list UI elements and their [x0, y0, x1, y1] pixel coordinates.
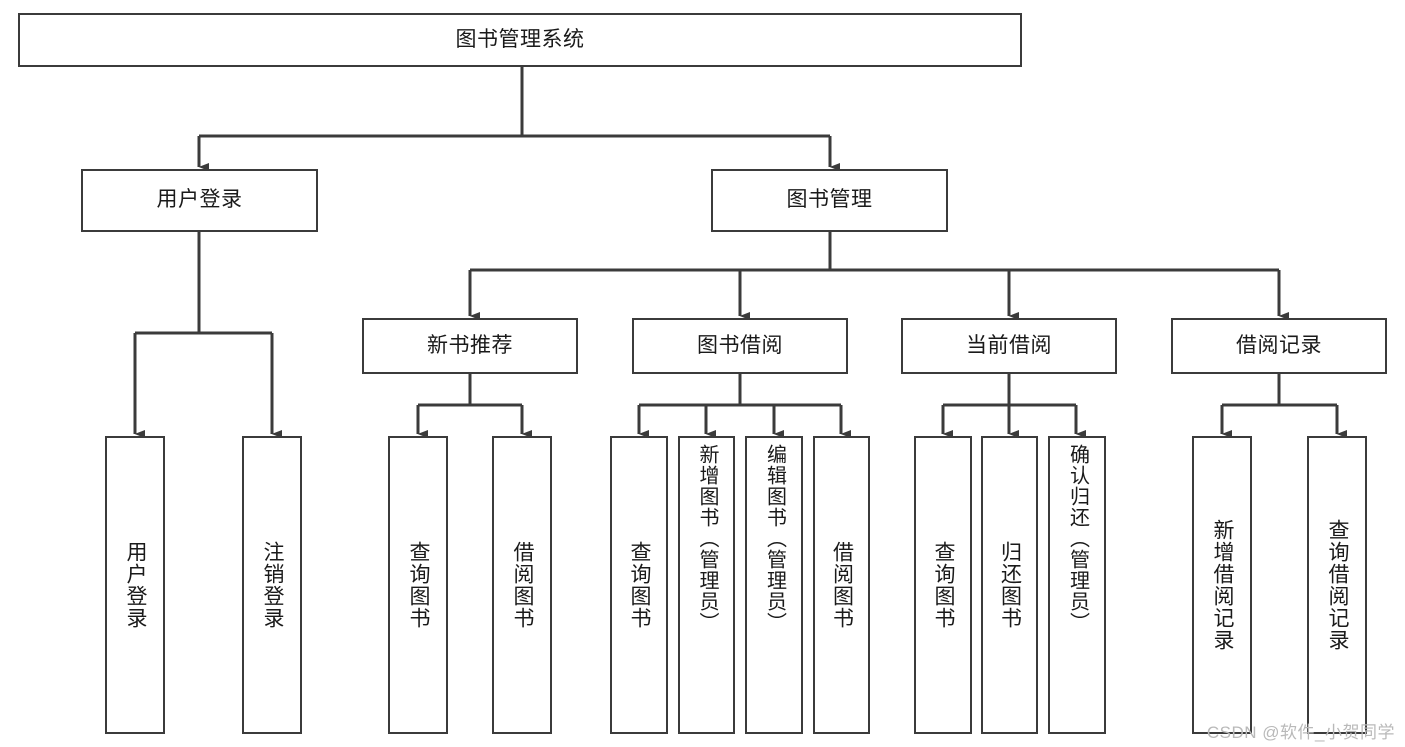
node-borrow-record[interactable]: 借阅记录: [1171, 318, 1387, 374]
leaf-label: 用户登录: [124, 541, 148, 629]
leaf-current-borrow-return-book[interactable]: 归还图书: [981, 436, 1038, 734]
node-current-borrow-label: 当前借阅: [966, 333, 1052, 357]
leaf-book-borrow-edit-book[interactable]: 编辑图书（管理员）: [745, 436, 803, 734]
csdn-watermark: CSDN @软件_小贺同学: [1206, 723, 1395, 742]
leaf-user-login-logout[interactable]: 注销登录: [242, 436, 302, 734]
node-new-book-recommend[interactable]: 新书推荐: [362, 318, 578, 374]
leaf-current-borrow-query-book[interactable]: 查询图书: [914, 436, 972, 734]
node-book-borrow-label: 图书借阅: [697, 333, 783, 357]
node-root[interactable]: 图书管理系统: [18, 13, 1022, 67]
node-user-login-label: 用户登录: [156, 188, 243, 212]
leaf-label: 新增图书（管理员）: [696, 444, 718, 633]
leaf-user-login-login[interactable]: 用户登录: [105, 436, 165, 734]
leaf-label: 查询借阅记录: [1326, 519, 1350, 651]
leaf-label: 查询图书: [628, 541, 652, 629]
leaf-borrow-record-query-record[interactable]: 查询借阅记录: [1307, 436, 1367, 734]
node-borrow-record-label: 借阅记录: [1236, 333, 1322, 357]
node-user-login[interactable]: 用户登录: [81, 169, 318, 232]
leaf-label: 借阅图书: [830, 541, 854, 629]
leaf-book-borrow-borrow-book[interactable]: 借阅图书: [813, 436, 870, 734]
leaf-label: 注销登录: [261, 541, 285, 629]
node-current-borrow[interactable]: 当前借阅: [901, 318, 1117, 374]
node-book-borrow[interactable]: 图书借阅: [632, 318, 848, 374]
leaf-label: 编辑图书（管理员）: [763, 444, 786, 633]
leaf-borrow-record-add-record[interactable]: 新增借阅记录: [1192, 436, 1252, 734]
leaf-label: 查询图书: [407, 541, 431, 629]
leaf-current-borrow-confirm-return[interactable]: 确认归还（管理员）: [1048, 436, 1106, 734]
leaf-label: 确认归还（管理员）: [1066, 444, 1089, 633]
leaf-new-book-query-book[interactable]: 查询图书: [388, 436, 448, 734]
leaf-new-book-borrow-book[interactable]: 借阅图书: [492, 436, 552, 734]
leaf-label: 新增借阅记录: [1211, 519, 1235, 651]
leaf-label: 归还图书: [998, 541, 1022, 629]
leaf-label: 借阅图书: [511, 541, 535, 629]
node-new-book-recommend-label: 新书推荐: [427, 333, 513, 357]
leaf-book-borrow-add-book[interactable]: 新增图书（管理员）: [678, 436, 735, 734]
leaf-label: 查询图书: [932, 541, 956, 629]
node-book-manage-label: 图书管理: [786, 188, 873, 212]
node-book-manage[interactable]: 图书管理: [711, 169, 948, 232]
leaf-book-borrow-query-book[interactable]: 查询图书: [610, 436, 668, 734]
node-root-label: 图书管理系统: [455, 27, 585, 51]
